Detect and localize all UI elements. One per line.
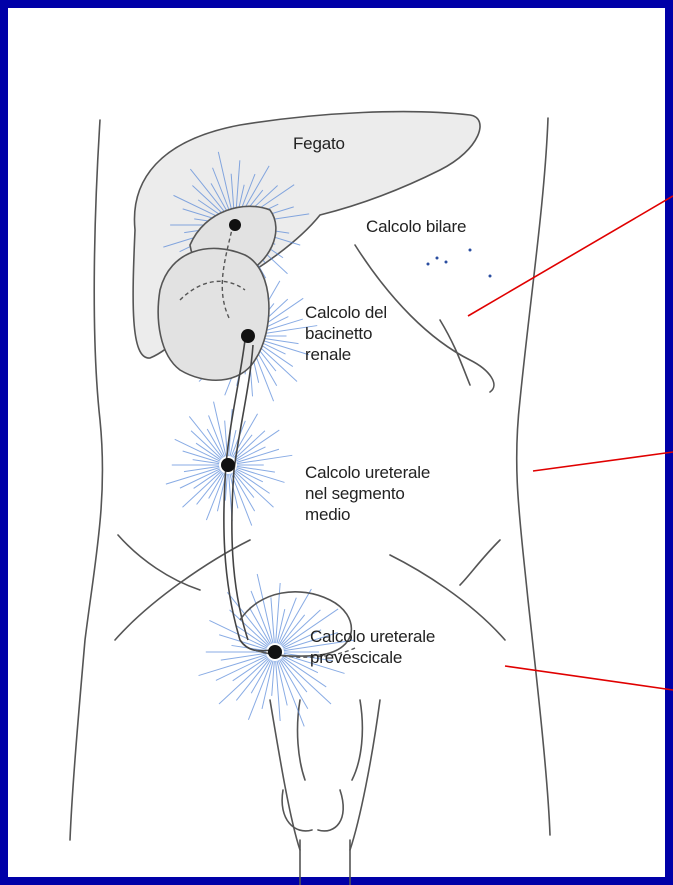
pointer-line-ureter <box>533 452 673 471</box>
scatter-dots <box>427 249 492 278</box>
mid-ureter-stone-dot <box>221 458 235 472</box>
pain-ray <box>214 402 226 457</box>
label-prevesical-stone: Calcolo ureterale prevescicale <box>310 626 435 668</box>
pain-ray <box>193 460 219 464</box>
pain-ray <box>278 660 304 726</box>
renal-stone-dot <box>241 329 255 343</box>
label-renal-pelvis-stone: Calcolo del bacinetto renale <box>305 302 387 365</box>
gallstone-dot <box>229 219 241 231</box>
pain-ray <box>280 660 308 709</box>
pain-ray <box>235 470 269 493</box>
pain-ray <box>230 610 269 646</box>
pain-ray <box>219 658 268 704</box>
pain-ray <box>233 657 268 681</box>
pain-ray <box>182 471 221 507</box>
pointer-line-prevesical <box>505 666 673 690</box>
pointer-line-renal <box>468 196 673 316</box>
pain-ray <box>235 471 274 507</box>
kidney <box>158 248 269 380</box>
pain-ray <box>175 439 220 461</box>
label-liver: Fegato <box>293 133 345 154</box>
prevesical-stone-dot <box>268 645 282 659</box>
pain-ray <box>251 591 272 644</box>
pain-ray <box>280 589 312 644</box>
label-mid-ureter-stone: Calcolo ureterale nel segmento medio <box>305 462 430 525</box>
pointer-lines <box>468 196 673 690</box>
label-gallstone: Calcolo bilare <box>366 216 466 237</box>
pain-ray <box>248 660 271 719</box>
ureter <box>224 340 275 651</box>
pain-ray <box>262 661 273 709</box>
